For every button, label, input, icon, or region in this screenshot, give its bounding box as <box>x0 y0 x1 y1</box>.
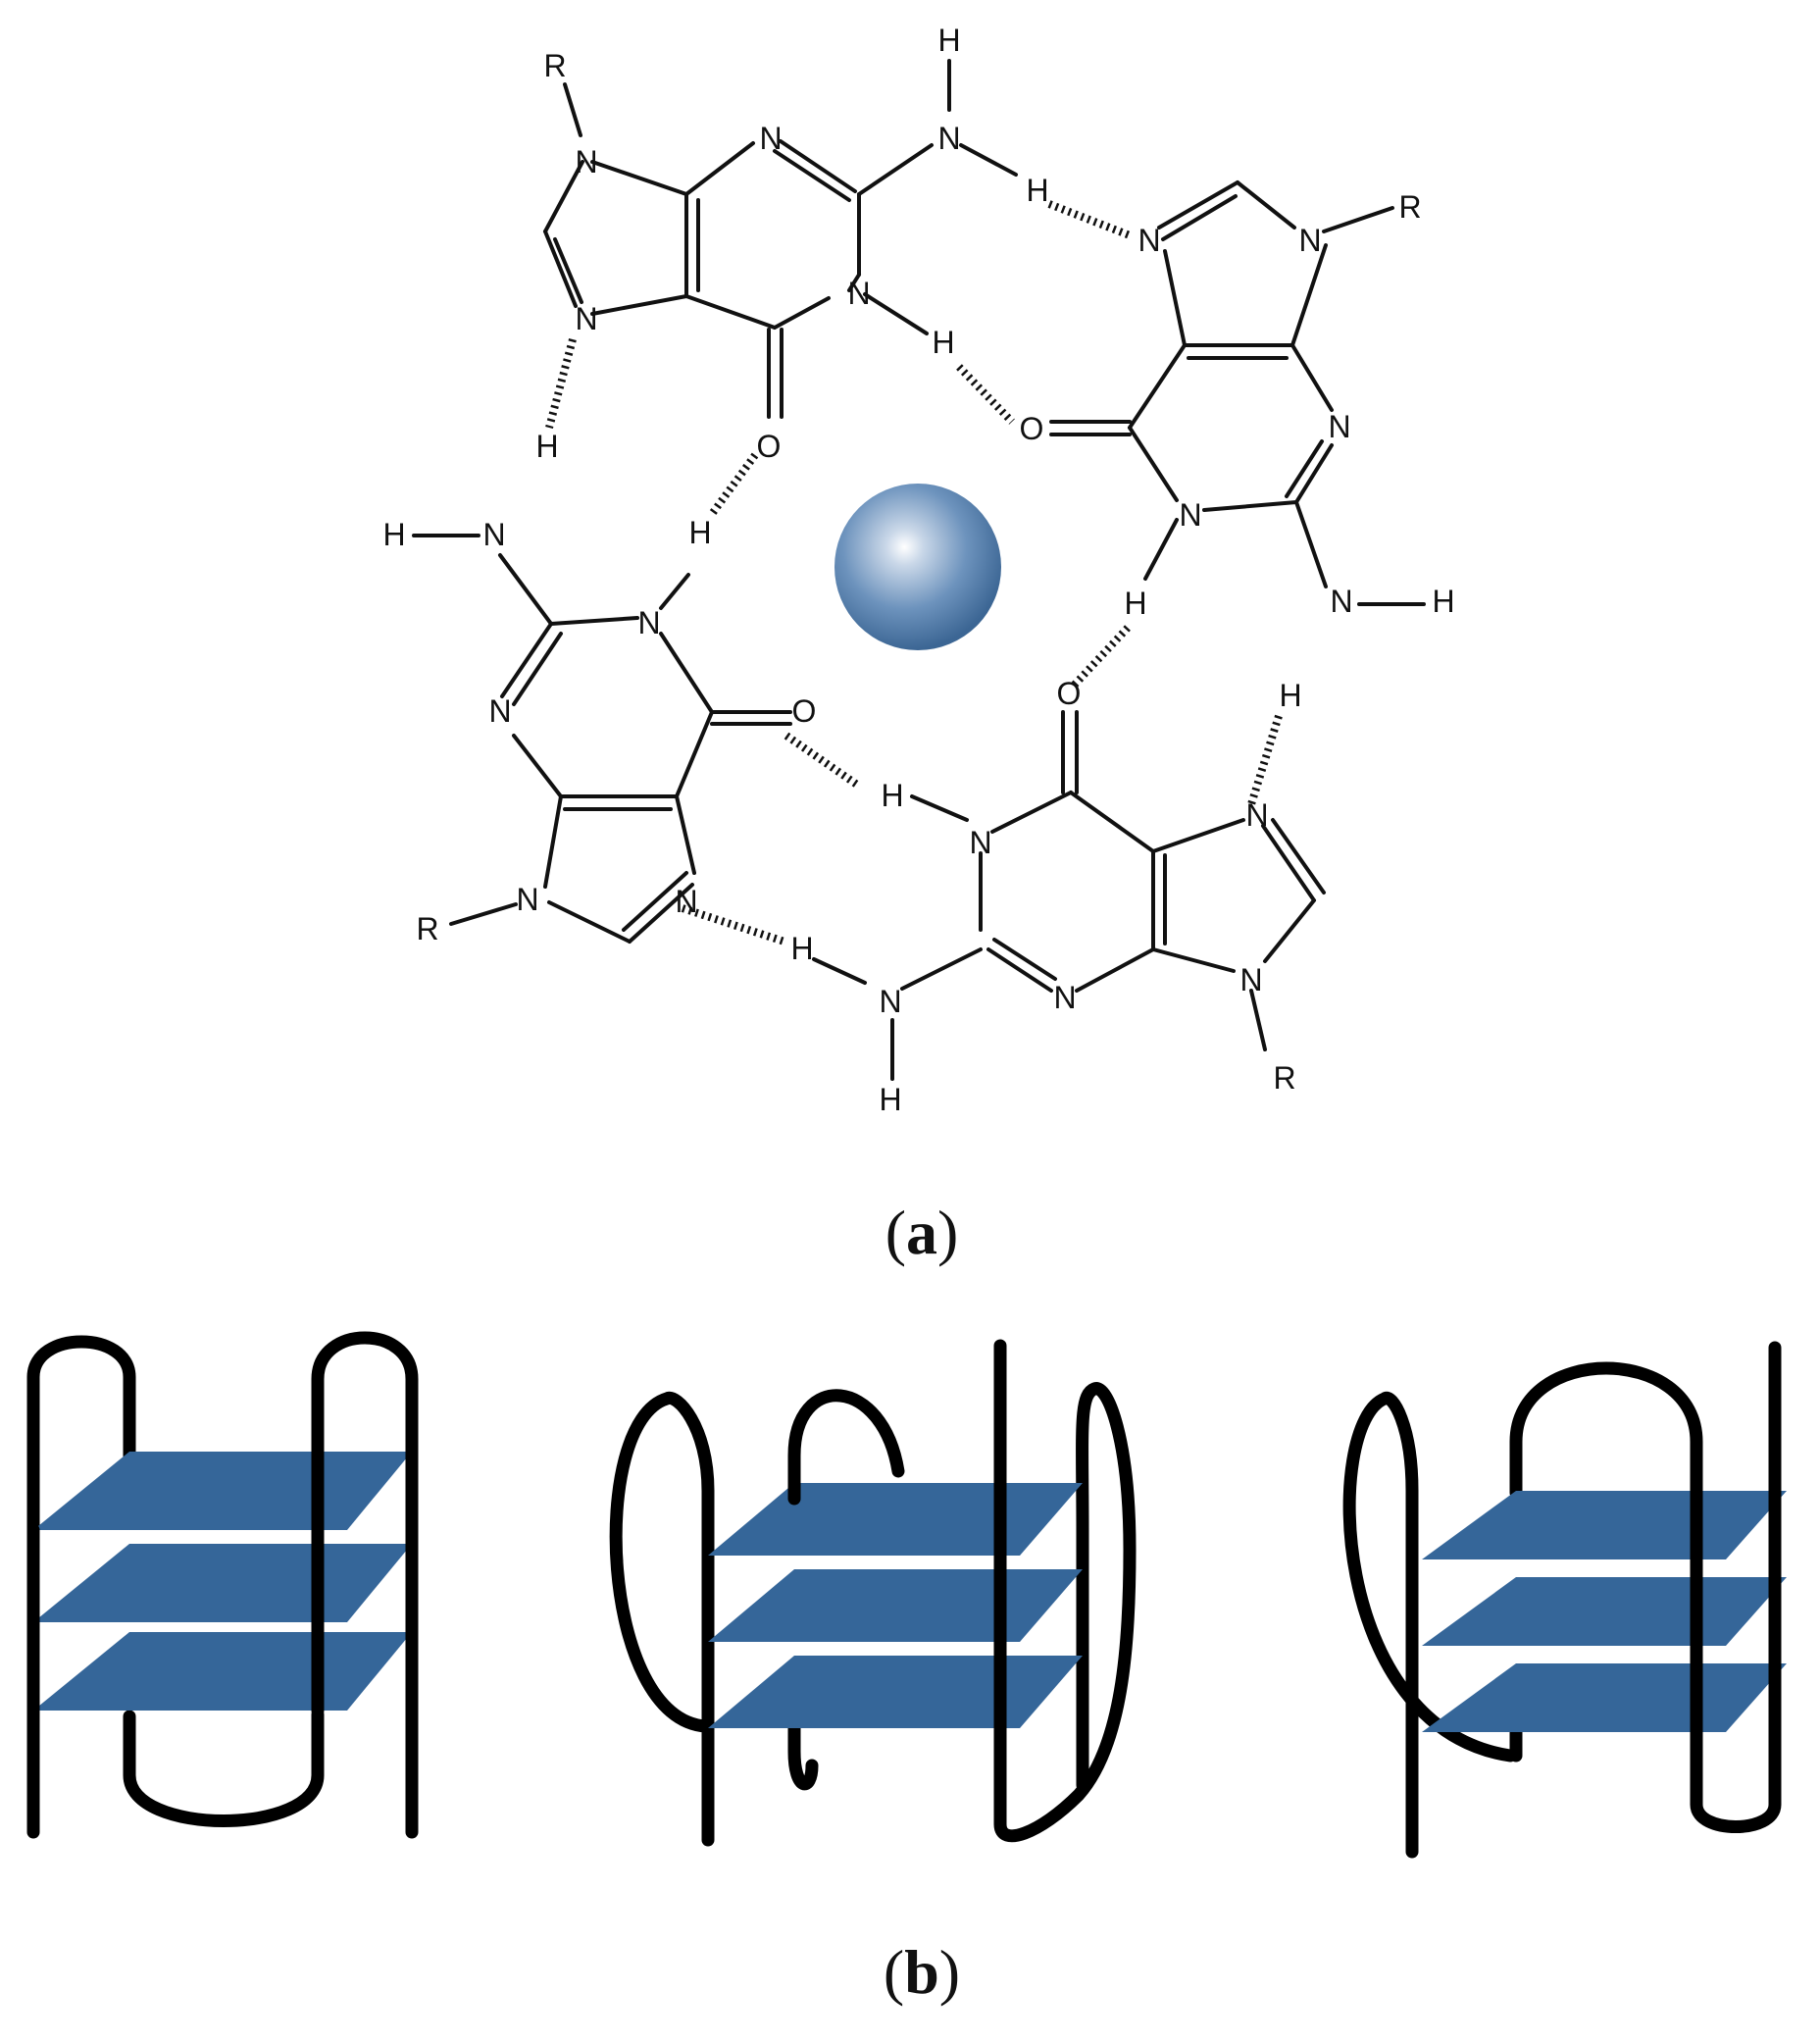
atom-label: N <box>575 144 597 179</box>
guanine-top-left-bonds <box>543 59 1018 419</box>
caption-letter: a <box>906 1198 937 1267</box>
guanine-top-right: H N N R H O N N N H H <box>932 173 1454 621</box>
atom-label: N <box>488 693 511 729</box>
guanine-bottom-right-atoms: O H H N N H N N N R H <box>790 676 1301 1117</box>
atom-label: N <box>1239 962 1262 997</box>
topology-2 <box>609 1339 1137 1847</box>
tetrad-plane <box>708 1569 1083 1642</box>
atom-label: N <box>969 825 991 860</box>
tetrad-plane <box>708 1483 1083 1556</box>
tetrad-plane <box>1422 1663 1787 1732</box>
atom-label: N <box>879 984 901 1019</box>
panel-a-caption: (a) <box>885 1198 959 1267</box>
atom-label: N <box>759 121 782 156</box>
atom-label: N <box>1330 584 1352 619</box>
atom-label: N <box>637 605 660 640</box>
guanine-bottom-right-bonds <box>812 710 1326 1081</box>
atom-label: N <box>847 276 870 311</box>
atom-label: N <box>1053 980 1076 1015</box>
guanine-top-right-bonds <box>1049 180 1426 606</box>
guanine-top-right-atoms: H N N R H O N N N H H <box>932 173 1454 621</box>
guanine-bottom-left-bonds <box>412 534 792 944</box>
caption-paren: ( <box>885 1198 906 1267</box>
topology-3 <box>1342 1341 1787 1859</box>
caption-paren: ) <box>937 1198 958 1267</box>
atom-label: H <box>932 325 954 360</box>
g-quartet-panel: R N N H N N N O <box>382 23 1454 1117</box>
atom-label: N <box>1138 223 1160 258</box>
atom-label: H <box>1026 173 1048 208</box>
atom-label: N <box>1328 409 1350 444</box>
guanine-top-left: R N N H N N N O <box>543 23 1018 464</box>
atom-label: H <box>879 1082 901 1117</box>
atom-label: N <box>516 882 538 917</box>
atom-label: H <box>535 429 558 464</box>
atom-label: O <box>792 693 817 729</box>
tetrad-plane <box>33 1544 412 1622</box>
atom-label: H <box>790 931 813 966</box>
tetrad-plane <box>1422 1491 1787 1559</box>
atom-label: H <box>1432 584 1454 619</box>
guanine-bottom-left: H N H H N N O N N R <box>382 429 816 946</box>
atom-label: R <box>543 48 566 83</box>
atom-label: O <box>757 429 782 464</box>
atom-label: N <box>482 517 505 552</box>
atom-label: R <box>1398 189 1421 225</box>
tetrad-plane <box>708 1656 1083 1728</box>
atom-label: H <box>937 23 960 58</box>
atom-label: O <box>1057 676 1082 711</box>
guanine-bottom-right: O H H N N H N N N R H <box>790 676 1326 1117</box>
atom-label: R <box>1273 1060 1295 1096</box>
atom-label: H <box>881 778 903 813</box>
guanine-top-left-atoms: R N N H N N N O <box>543 23 960 464</box>
atom-label: N <box>575 301 597 336</box>
topology-1 <box>26 1331 419 1839</box>
tetrad-plane <box>33 1632 412 1711</box>
atom-label: N <box>1179 497 1201 533</box>
atom-label: N <box>1298 223 1321 258</box>
atom-label: H <box>1124 586 1146 621</box>
atom-label: R <box>416 911 438 946</box>
tetrad-plane <box>33 1452 412 1530</box>
hydrogen-bonds <box>545 200 1283 945</box>
caption-letter: b <box>904 1937 939 2007</box>
atom-label: N <box>937 121 960 156</box>
atom-label: O <box>1020 411 1044 446</box>
atom-label: H <box>382 517 405 552</box>
atom-label: H <box>688 515 711 550</box>
caption-paren: ( <box>884 1937 904 2007</box>
panel-b-caption: (b) <box>884 1937 960 2007</box>
central-cation <box>834 484 1001 650</box>
tetrad-plane <box>1422 1577 1787 1646</box>
quadruplex-topologies-panel <box>26 1331 1787 1859</box>
atom-label: N <box>1245 797 1268 833</box>
guanine-bottom-left-atoms: H N H H N N O N N R <box>382 429 816 946</box>
atom-label: H <box>1279 678 1301 713</box>
caption-paren: ) <box>939 1937 960 2007</box>
atom-label: N <box>675 884 697 919</box>
